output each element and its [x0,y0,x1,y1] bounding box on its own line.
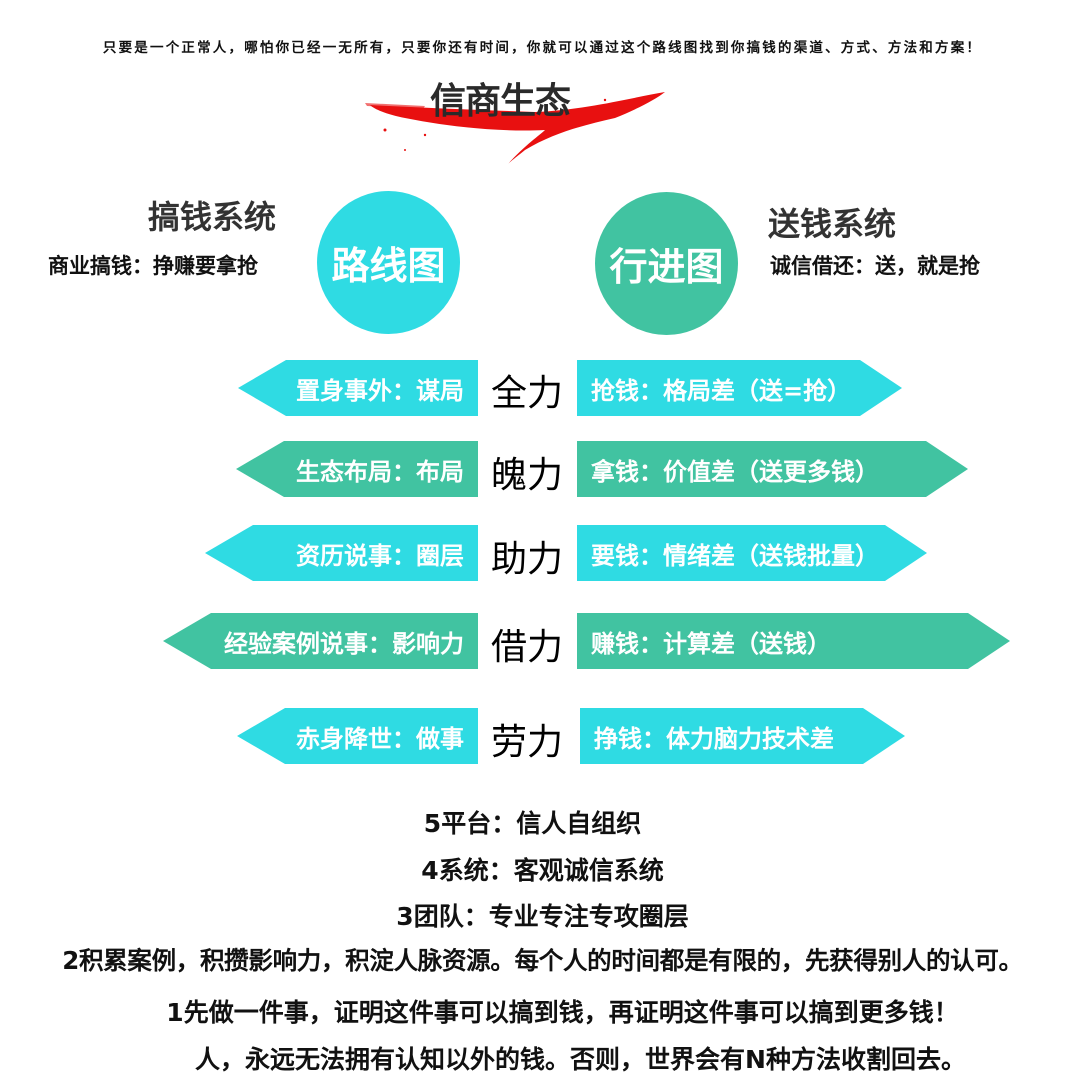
footer-quote: 人，永远无法拥有认知以外的钱。否则，世界会有N种方法收割回去。 [195,1045,966,1074]
row-4-left-arrow[interactable]: 经验案例说事：影响力 [163,613,478,669]
row-2-center: 魄力 [490,455,563,496]
level-2: 2积累案例，积攒影响力，积淀人脉资源。每个人的时间都是有限的，先获得别人的认可。 [62,946,1023,975]
row-5-right-label: 挣钱：体力脑力技术差 [594,724,834,753]
row-4-center: 借力 [490,627,563,668]
progress-map-circle[interactable]: 行进图 [595,192,738,335]
right-system-subtitle: 诚信借还：送，就是抢 [770,254,980,278]
left-system-subtitle: 商业搞钱：挣赚要拿抢 [48,254,258,278]
row-4-left-label: 经验案例说事：影响力 [224,629,464,658]
roadmap-circle[interactable]: 路线图 [317,191,460,334]
row-1-center: 全力 [490,373,563,414]
row-5-center: 劳力 [490,722,563,763]
red-brush-stroke-icon [365,92,665,164]
roadmap-label: 路线图 [331,244,446,288]
row-2-right-label: 拿钱：价值差（送更多钱） [591,457,879,486]
row-4-right-label: 赚钱：计算差（送钱） [591,629,831,658]
row-5-left-arrow[interactable]: 赤身降世：做事 [237,708,478,764]
row-3-left-label: 资历说事：圈层 [296,541,464,570]
row-2-left-arrow[interactable]: 生态布局：布局 [236,441,478,497]
row-1-left-label: 置身事外：谋局 [296,376,464,405]
level-1: 1先做一件事，证明这件事可以搞到钱，再证明这件事可以搞到更多钱！ [166,998,959,1027]
row-1-right-arrow[interactable]: 抢钱：格局差（送=抢） [577,360,902,416]
right-system-title: 送钱系统 [768,205,897,243]
level-3: 3团队：专业专注专攻圈层 [396,902,689,931]
level-5: 5平台：信人自组织 [423,809,642,838]
row-2-right-arrow[interactable]: 拿钱：价值差（送更多钱） [577,441,968,497]
row-3-right-label: 要钱：情绪差（送钱批量） [591,541,879,570]
brand-title: 信商生态 [430,80,571,122]
level-4: 4系统：客观诚信系统 [421,856,664,885]
row-3-left-arrow[interactable]: 资历说事：圈层 [205,525,478,581]
row-1-left-arrow[interactable]: 置身事外：谋局 [238,360,478,416]
progress-map-label: 行进图 [609,245,724,289]
row-2-left-label: 生态布局：布局 [296,457,464,486]
row-4-right-arrow[interactable]: 赚钱：计算差（送钱） [577,613,1010,669]
row-3-right-arrow[interactable]: 要钱：情绪差（送钱批量） [577,525,927,581]
tagline: 只要是一个正常人，哪怕你已经一无所有，只要你还有时间，你就可以通过这个路线图找到… [102,40,983,56]
left-system-title: 搞钱系统 [148,198,277,236]
row-1-right-label: 抢钱：格局差（送=抢） [591,376,852,405]
row-5-left-label: 赤身降世：做事 [296,724,464,753]
row-5-right-arrow[interactable]: 挣钱：体力脑力技术差 [580,708,905,764]
row-3-center: 助力 [490,539,563,580]
